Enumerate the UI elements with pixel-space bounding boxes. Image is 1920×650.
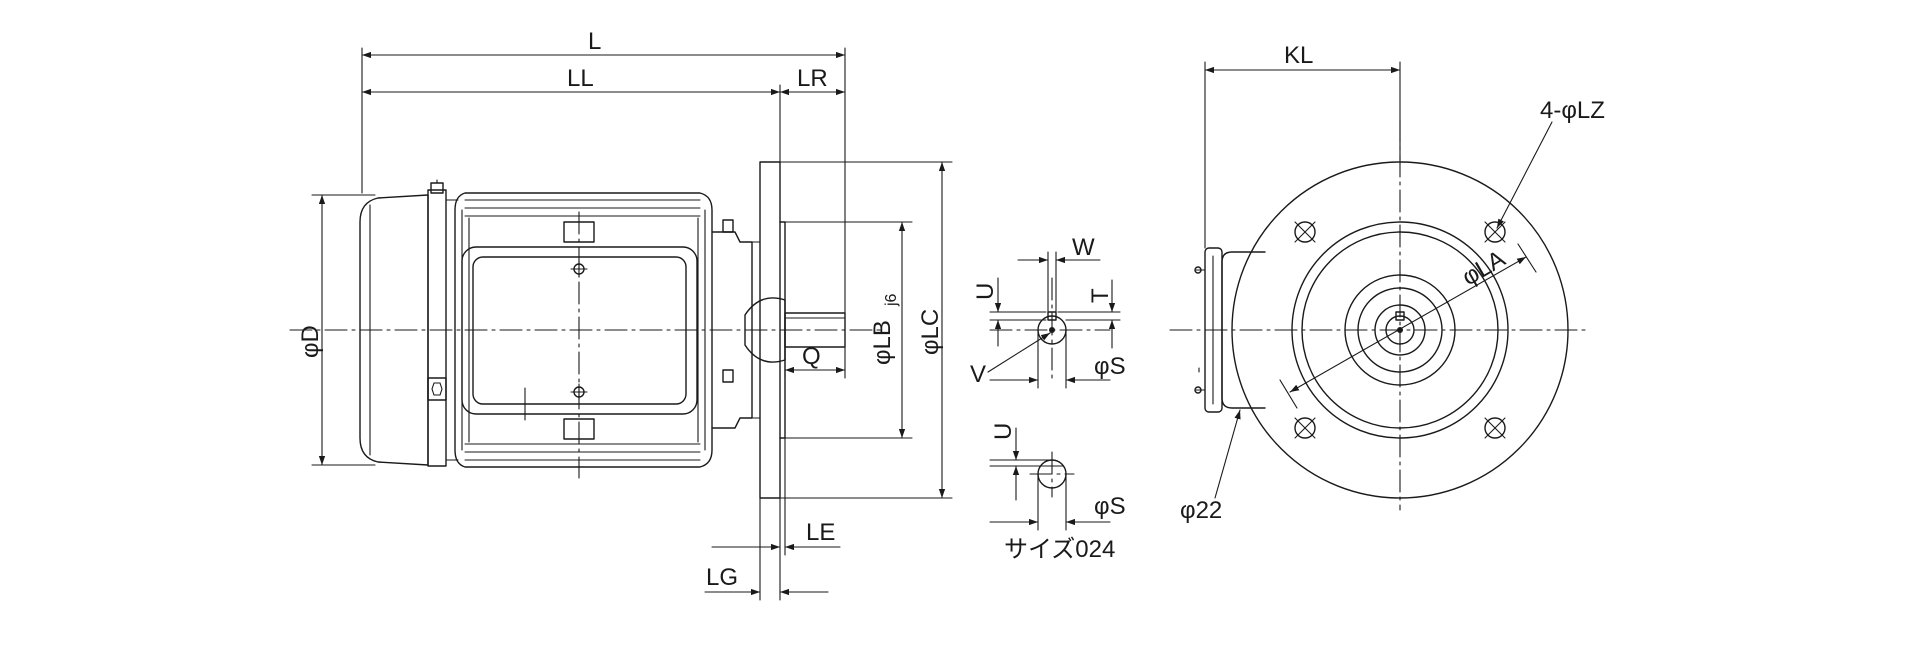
label-LB-tolerance: j6 [883, 293, 900, 307]
side-view [289, 161, 881, 499]
size-note: サイズ024 [1004, 536, 1115, 563]
ext-LA-b [1517, 243, 1537, 273]
label-L: L [588, 28, 601, 55]
ext-LA-a [1279, 379, 1298, 409]
label-LC: φLC [917, 309, 944, 355]
front-flange-outer [1231, 161, 1569, 499]
label-KL: KL [1284, 42, 1313, 69]
label-LE: LE [806, 519, 835, 546]
label-U2: U [990, 423, 1017, 440]
dim-LA [1289, 256, 1527, 393]
motor-frame [454, 192, 713, 468]
front-terminal-screw-bottom-head [1194, 386, 1202, 394]
leader-cable [1214, 409, 1241, 499]
shaft [784, 312, 846, 348]
hex-nut-face [431, 382, 443, 396]
label-LA: φLA [1458, 245, 1510, 291]
fan-cover-bracket [427, 189, 447, 467]
front-view [1169, 119, 1591, 511]
label-LL: LL [567, 65, 594, 92]
label-LG: LG [706, 564, 738, 591]
bracket-bolt-bottom [722, 369, 734, 383]
label-W: W [1072, 234, 1095, 261]
bolt-hole-bottom-left [1294, 417, 1316, 439]
label-T: T [1087, 288, 1114, 303]
front-terminal-cap [1204, 247, 1223, 413]
label-D: φD [297, 325, 324, 358]
bolt-hole-top-left [1294, 221, 1316, 243]
hex-nut [427, 377, 447, 401]
bracket-bolt-top [722, 219, 734, 233]
label-LB: φLB [869, 320, 896, 365]
label-LR: LR [797, 65, 828, 92]
label-S: φS [1094, 353, 1126, 380]
flange [759, 161, 781, 499]
fan-cover [359, 194, 429, 466]
label-U: U [972, 283, 999, 300]
leader-V [987, 332, 1051, 373]
front-terminal-screw-top-head [1194, 266, 1202, 274]
front-bracket [711, 231, 753, 429]
label-LZ: 4-φLZ [1540, 97, 1605, 124]
label-cable: φ22 [1180, 497, 1222, 524]
bolt-hole-top-right [1484, 221, 1506, 243]
bolt-hole-bottom-right [1484, 417, 1506, 439]
side-dimensions: L LL LR φD φLB j6 φLC Q LE [297, 28, 953, 601]
label-Q: Q [802, 343, 821, 370]
leader-LZ [1496, 121, 1553, 229]
label-V: V [970, 361, 986, 388]
eyebolt [430, 182, 444, 194]
shaft-section-detail: W U T V φS U [970, 234, 1126, 563]
front-dimensions: KL 4-φLZ φLA φ22 [1180, 42, 1605, 524]
label-S2: φS [1094, 493, 1126, 520]
